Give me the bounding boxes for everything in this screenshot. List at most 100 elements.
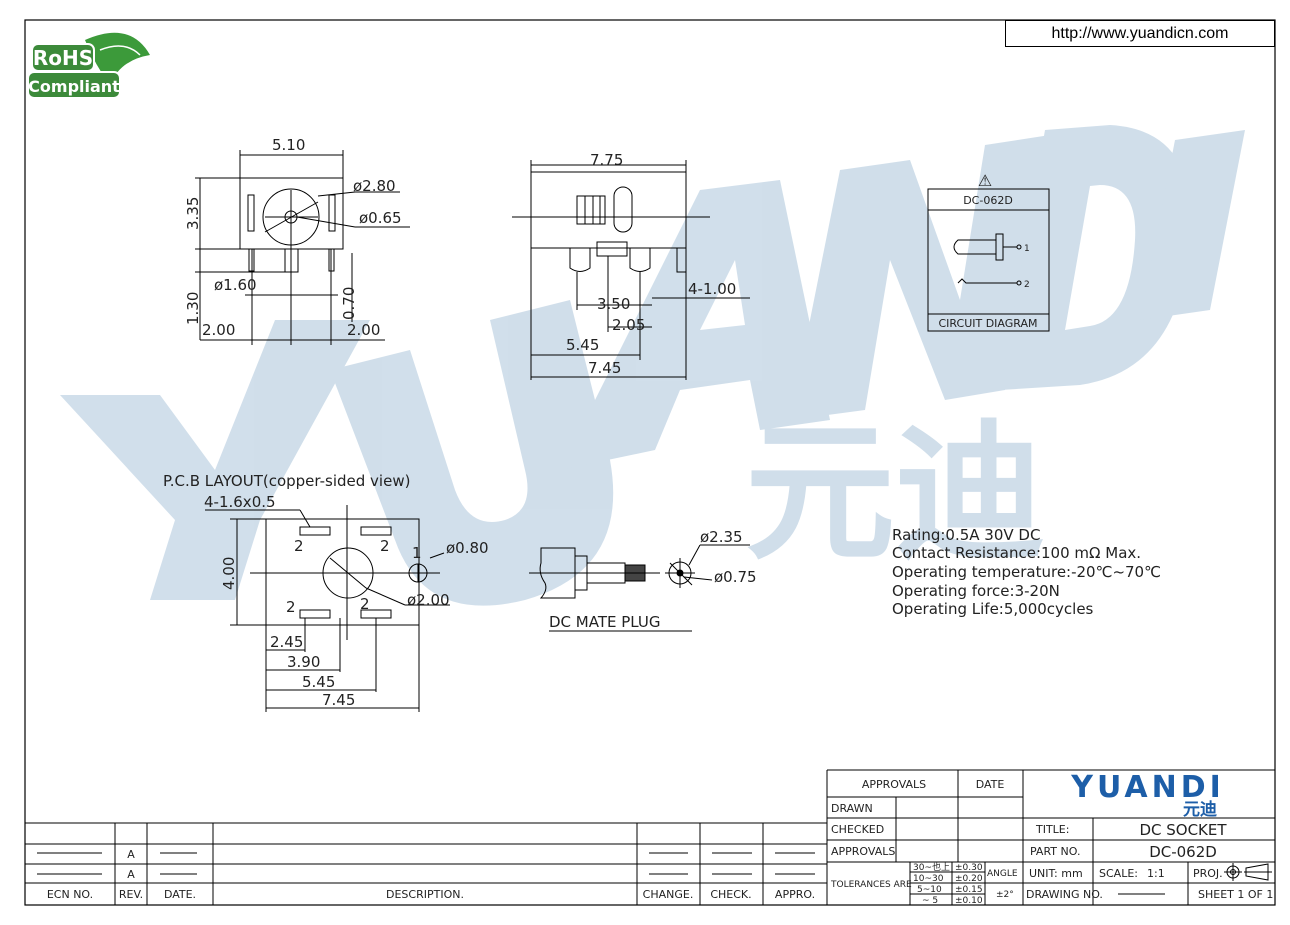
checked-label: CHECKED <box>831 823 884 836</box>
scale-value: 1:1 <box>1147 867 1165 880</box>
spec-line: Contact Resistance:100 mΩ Max. <box>892 544 1141 562</box>
dim-height: 3.35 <box>184 197 202 230</box>
sheet-border <box>24 19 1276 906</box>
title-label: TITLE: <box>1035 823 1069 836</box>
watermark-cn: 元迪 <box>745 407 1045 581</box>
website-url: http://www.yuandicn.com <box>1005 20 1275 47</box>
plug-d1: ø2.35 <box>700 528 743 546</box>
revision-block <box>25 770 828 905</box>
spec-line: Operating force:3-20N <box>892 582 1060 600</box>
dim-left: 2.00 <box>202 321 235 339</box>
pcb-dim-245: 2.45 <box>270 633 303 651</box>
unit-label: UNIT: mm <box>1029 867 1083 880</box>
pad-label: 2 <box>380 537 390 555</box>
dim-pin: ø0.65 <box>359 209 402 227</box>
dc-mate-plug-text: ø2.35 ø0.75 DC MATE PLUG <box>549 528 757 632</box>
pcb-height: 4.00 <box>220 557 238 590</box>
tol-value: ±0.15 <box>955 885 983 895</box>
dim-leg: 1.30 <box>184 292 202 325</box>
drawn-label: DRAWN <box>831 802 873 815</box>
tol-range: 30~也上 <box>913 861 950 873</box>
header-description: DESCRIPTION. <box>386 888 464 901</box>
dim-205: 2.05 <box>612 316 645 334</box>
pad-label: 1 <box>412 544 422 562</box>
dim-bore: ø2.80 <box>353 177 396 195</box>
circuit-caption: CIRCUIT DIAGRAM <box>939 317 1038 330</box>
tolerances-label: TOLERANCES ARE <box>830 880 912 890</box>
angle-label: ANGLE <box>987 869 1018 879</box>
title-block <box>827 769 1275 905</box>
specs: Rating:0.5A 30V DC Contact Resistance:10… <box>892 526 1161 618</box>
tol-value: ±0.30 <box>955 863 983 873</box>
part-value: DC-062D <box>1149 843 1217 861</box>
warning-icon: ⚠ <box>978 171 992 190</box>
plug-caption: DC MATE PLUG <box>549 613 661 631</box>
approvals-label: APPROVALS <box>831 845 895 858</box>
dim-350: 3.50 <box>597 295 630 313</box>
rohs-logo: RoHS Compliant <box>27 32 150 99</box>
pcb-dim-390: 3.90 <box>287 653 320 671</box>
pcb-hole-big: ø2.00 <box>407 591 450 609</box>
tol-range: ~ 5 <box>922 896 938 906</box>
tol-range: 10~30 <box>913 874 944 884</box>
dim-545: 5.45 <box>566 336 599 354</box>
angle-value: ±2° <box>996 890 1014 900</box>
title-block-text: APPROVALS DATE DRAWN CHECKED APPROVALS T… <box>830 770 1273 906</box>
header-rev: REV. <box>119 888 143 901</box>
dim-right: 2.00 <box>347 321 380 339</box>
side-view-dims: 7.75 4-1.00 3.50 2.05 5.45 7.45 <box>566 151 736 377</box>
header-ecn: ECN NO. <box>47 888 93 901</box>
spec-line: Operating temperature:-20℃~70℃ <box>892 563 1161 581</box>
rev-value: A <box>127 848 135 861</box>
pcb-hole-small: ø0.80 <box>446 539 489 557</box>
pin1-label: 1 <box>1024 244 1030 254</box>
pcb-title: P.C.B LAYOUT(copper-sided view) <box>163 472 410 490</box>
revision-text: A A ECN NO. REV. DATE. DESCRIPTION. CHAN… <box>47 848 815 901</box>
header-appro: APPRO. <box>775 888 815 901</box>
dim-tail: ø1.60 <box>214 276 257 294</box>
spec-line: Rating:0.5A 30V DC <box>892 526 1040 544</box>
pcb-dim-745: 7.45 <box>322 691 355 709</box>
header-check: CHECK. <box>710 888 751 901</box>
pcb-layout-text: P.C.B LAYOUT(copper-sided view) 4-1.6x0.… <box>163 472 489 709</box>
watermark: 元迪 <box>60 125 1245 606</box>
approvals-header: APPROVALS <box>862 778 926 791</box>
pcb-layout <box>205 505 450 712</box>
header-date: DATE. <box>164 888 196 901</box>
logo-text: YUANDI <box>1070 770 1225 805</box>
dim-length: 7.75 <box>590 151 623 169</box>
part-label: PART NO. <box>1030 845 1080 858</box>
pcb-dim-545: 5.45 <box>302 673 335 691</box>
circuit-diagram: ⚠ DC-062D 1 2 CIRCUIT DIAGRAM <box>927 171 1050 332</box>
circuit-part: DC-062D <box>963 194 1013 207</box>
rev-value: A <box>127 868 135 881</box>
dc-mate-plug <box>529 544 750 599</box>
side-view <box>512 160 750 380</box>
pad-label: 2 <box>286 598 296 616</box>
front-view <box>195 150 410 345</box>
projection-icon <box>1224 863 1272 881</box>
plug-d2: ø0.75 <box>714 568 757 586</box>
dim-lead: 0.70 <box>340 287 358 320</box>
rohs-line2: Compliant <box>28 77 120 96</box>
rohs-line1: RoHS <box>33 46 93 70</box>
scale-label: SCALE: <box>1099 867 1138 880</box>
front-view-dims: 5.10 3.35 ø2.80 ø0.65 1.30 ø1.60 0.70 2.… <box>184 136 402 339</box>
pad-label: 2 <box>294 537 304 555</box>
pad-label: 2 <box>360 595 370 613</box>
dim-745: 7.45 <box>588 359 621 377</box>
proj-label: PROJ. <box>1193 867 1223 880</box>
pcb-pads: 4-1.6x0.5 <box>204 493 276 511</box>
logo-cn: 元迪 <box>1183 799 1217 820</box>
header-change: CHANGE. <box>643 888 694 901</box>
date-header: DATE <box>976 778 1005 791</box>
yuandi-logo: YUANDI 元迪 <box>1070 770 1225 820</box>
pin2-label: 2 <box>1024 280 1030 290</box>
tol-range: 5~10 <box>917 885 942 895</box>
sheet-label: SHEET 1 OF 1 <box>1198 888 1273 901</box>
title-value: DC SOCKET <box>1139 821 1227 839</box>
tol-value: ±0.10 <box>955 896 983 906</box>
tol-value: ±0.20 <box>955 874 983 884</box>
